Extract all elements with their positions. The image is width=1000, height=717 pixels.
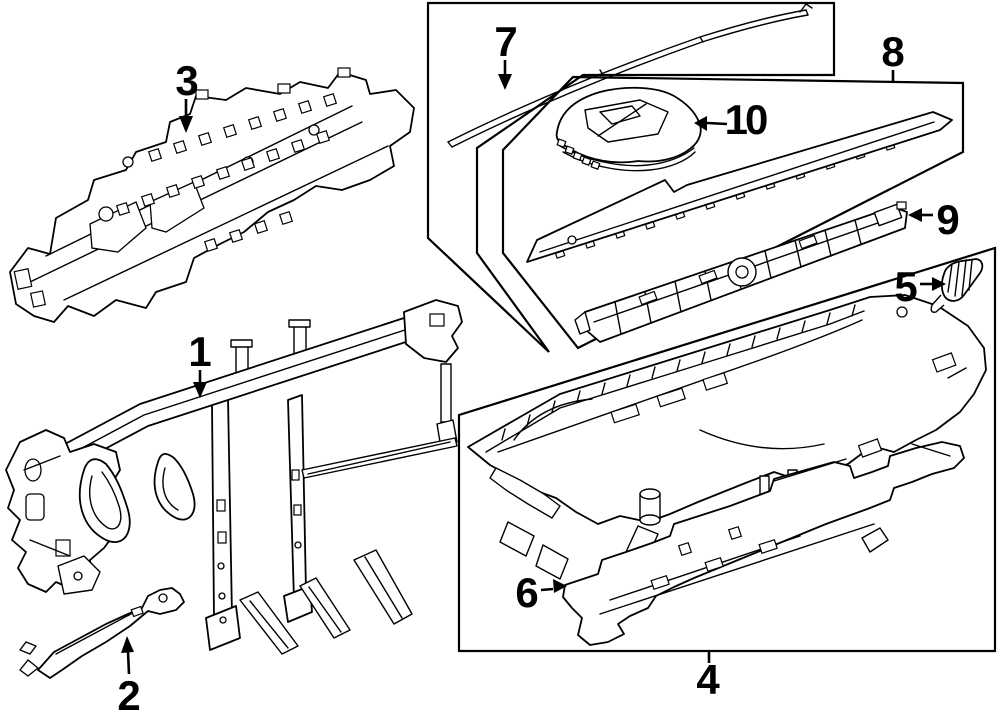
part-1-drawing xyxy=(5,299,463,655)
callout-2: 2 xyxy=(117,636,141,717)
callout-6-leader xyxy=(540,587,554,592)
part-3-fastener-holes-row-2 xyxy=(115,129,331,217)
callout-9-arrowhead xyxy=(908,208,922,222)
callouts: 3 1 2 7 8 10 9 xyxy=(117,18,959,717)
callout-6: 6 xyxy=(515,569,567,616)
part-3-fastener-holes-row-3 xyxy=(203,210,294,253)
part-10-drawing xyxy=(555,86,702,172)
callout-6-label: 6 xyxy=(515,569,538,616)
callout-5-arrowhead xyxy=(932,277,946,291)
part-1-right-stanchion xyxy=(283,394,313,623)
callout-7: 7 xyxy=(494,18,518,90)
part-2-outline xyxy=(37,587,185,679)
part-4-pad-outline xyxy=(467,294,987,525)
callout-7-arrowhead xyxy=(498,74,512,90)
callout-9: 9 xyxy=(908,196,960,243)
part-7-drawing xyxy=(447,3,813,148)
callout-2-leader xyxy=(126,651,131,675)
part-4-defroster-band xyxy=(485,310,865,453)
box-part-7 xyxy=(426,1,836,353)
callout-8: 8 xyxy=(881,28,905,81)
part-4-pad-drawing xyxy=(467,294,987,580)
callout-2-arrowhead xyxy=(121,636,134,653)
callout-10: 10 xyxy=(694,96,770,143)
part-1-lower-brackets xyxy=(57,549,413,655)
part-2-drawing xyxy=(19,587,185,679)
part-1-knee-bolster-loops xyxy=(78,453,196,543)
part-3-fastener-holes-row-1 xyxy=(147,92,338,163)
callout-2-label: 2 xyxy=(117,672,140,717)
callout-7-label: 7 xyxy=(494,18,517,65)
box-part-8 xyxy=(501,75,965,350)
part-5-drawing xyxy=(930,258,984,313)
part-1-left-stanchion xyxy=(205,397,241,651)
callout-3: 3 xyxy=(175,57,199,133)
part-4-left-appendages xyxy=(489,467,569,580)
callout-4: 4 xyxy=(696,651,720,703)
part-1-mount-posts xyxy=(230,319,311,375)
callout-3-label: 3 xyxy=(175,57,198,104)
callout-10-arrowhead xyxy=(694,116,707,131)
assembly-boxes xyxy=(426,1,997,653)
callout-8-label: 8 xyxy=(881,28,904,75)
part-8-panel-drawing xyxy=(526,111,953,263)
callout-1-label: 1 xyxy=(188,328,211,375)
part-5-outline xyxy=(940,258,984,302)
callout-10-label: 10 xyxy=(725,96,767,143)
part-1-right-end-bracket xyxy=(403,299,463,449)
callout-9-label: 9 xyxy=(936,196,959,243)
callout-4-label: 4 xyxy=(696,656,720,703)
box-part-4 xyxy=(457,246,997,653)
part-7-strip xyxy=(447,9,807,143)
callout-5: 5 xyxy=(894,263,946,310)
part-10-clip-teeth xyxy=(556,138,601,170)
callout-1: 1 xyxy=(188,328,212,398)
part-9-drawing xyxy=(574,201,908,343)
part-8-panel-outline xyxy=(526,111,953,263)
callout-1-arrowhead xyxy=(193,382,207,398)
callout-5-label: 5 xyxy=(894,263,917,310)
part-3-outline xyxy=(9,71,415,323)
callout-10-leader xyxy=(706,121,728,126)
callout-3-arrowhead xyxy=(179,116,193,133)
part-4-defroster-ticks xyxy=(501,304,856,441)
part-6-drawing xyxy=(562,441,965,646)
part-3-drawing xyxy=(9,67,415,323)
callout-6-arrowhead xyxy=(553,579,567,593)
